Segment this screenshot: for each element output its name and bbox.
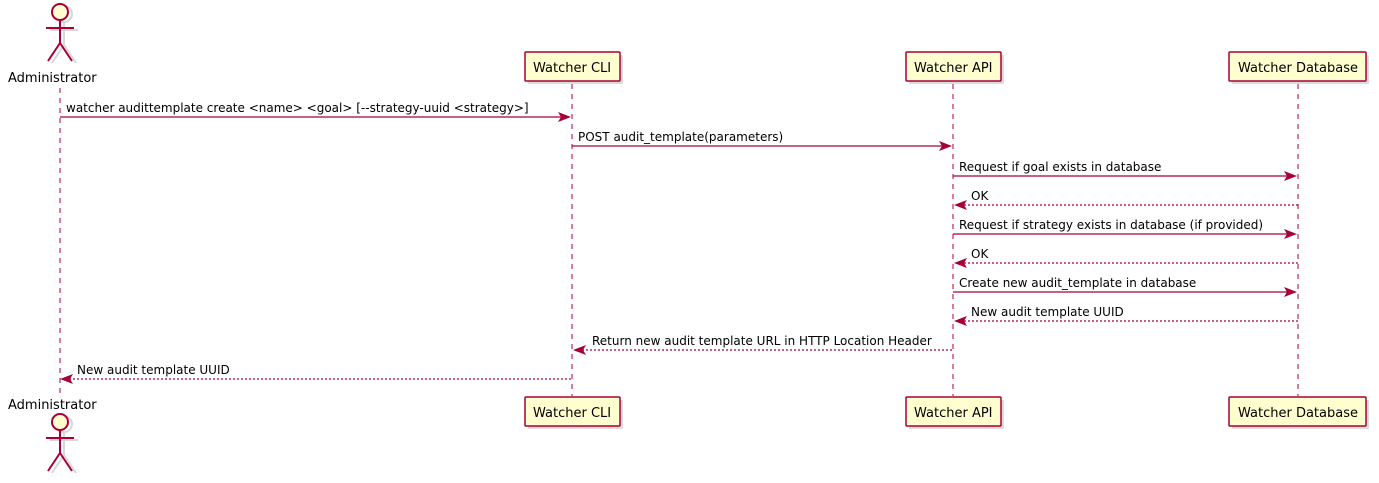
message-arrowhead-6 [954,258,967,268]
message-label-8: New audit template UUID [971,305,1124,319]
message-arrowhead-1 [558,112,571,122]
actor-head-icon [51,3,69,21]
message-2: POST audit_template(parameters) [572,130,952,151]
message-3: Request if goal exists in database [953,160,1297,181]
participant-label-watcher-cli-bottom: Watcher CLI [533,406,611,421]
message-label-9: Return new audit template URL in HTTP Lo… [592,334,932,348]
participant-watcher-cli-top[interactable]: Watcher CLI [524,51,623,84]
message-arrowhead-4 [954,200,967,210]
message-label-5: Request if strategy exists in database (… [959,218,1263,232]
participant-watcher-cli-bottom[interactable]: Watcher CLI [524,396,623,429]
message-label-10: New audit template UUID [77,363,230,377]
participant-watcher-api-top[interactable]: Watcher API [905,51,1004,84]
participant-box[interactable] [524,396,621,427]
actor-administrator-bottom: Administrator [8,398,97,474]
message-label-7: Create new audit_template in database [959,276,1196,290]
participant-watcher-database-top[interactable]: Watcher Database [1228,51,1369,84]
actor-label-administrator-top: Administrator [8,71,97,86]
message-label-3: Request if goal exists in database [959,160,1161,174]
message-arrowhead-7 [1284,287,1297,297]
lifeline-group [59,84,1299,398]
message-1: watcher audittemplate create <name> <goa… [60,101,571,122]
message-4: OK [954,189,1298,210]
participant-box[interactable] [905,51,1002,82]
participant-label-watcher-database-bottom: Watcher Database [1238,406,1358,421]
message-8: New audit template UUID [954,305,1298,326]
actor-administrator-top: Administrator [8,3,97,86]
message-label-2: POST audit_template(parameters) [578,130,783,144]
actor-leg-right-icon-bottom [59,452,73,472]
participant-label-watcher-api-bottom: Watcher API [914,406,993,421]
message-arrowhead-10 [60,374,73,384]
actor-head-icon-bottom [51,413,69,431]
participant-watcher-api-bottom[interactable]: Watcher API [905,396,1004,429]
actor-label-administrator-bottom: Administrator [8,398,97,413]
participant-box[interactable] [1228,396,1367,427]
participant-box[interactable] [905,396,1002,427]
actor-leg-left-icon-bottom [47,452,61,472]
message-label-1: watcher audittemplate create <name> <goa… [66,101,529,115]
message-6: OK [954,247,1298,268]
message-arrowhead-2 [939,141,952,151]
actor-leg-left-icon [47,42,61,62]
message-label-4: OK [971,189,989,203]
actor-shadow [50,5,78,64]
message-10: New audit template UUID [60,363,571,384]
participant-box[interactable] [1228,51,1367,82]
message-arrowhead-9 [573,345,586,355]
participant-label-watcher-database-top: Watcher Database [1238,61,1358,76]
message-9: Return new audit template URL in HTTP Lo… [573,334,952,355]
message-label-6: OK [971,247,989,261]
message-arrowhead-5 [1284,229,1297,239]
message-arrowhead-8 [954,316,967,326]
message-arrowhead-3 [1284,171,1297,181]
participant-watcher-database-bottom[interactable]: Watcher Database [1228,396,1369,429]
participant-label-watcher-api-top: Watcher API [914,61,993,76]
participant-label-watcher-cli-top: Watcher CLI [533,61,611,76]
participant-box[interactable] [524,51,621,82]
message-5: Request if strategy exists in database (… [953,218,1297,239]
actor-leg-right-icon [59,42,73,62]
message-7: Create new audit_template in database [953,276,1297,297]
